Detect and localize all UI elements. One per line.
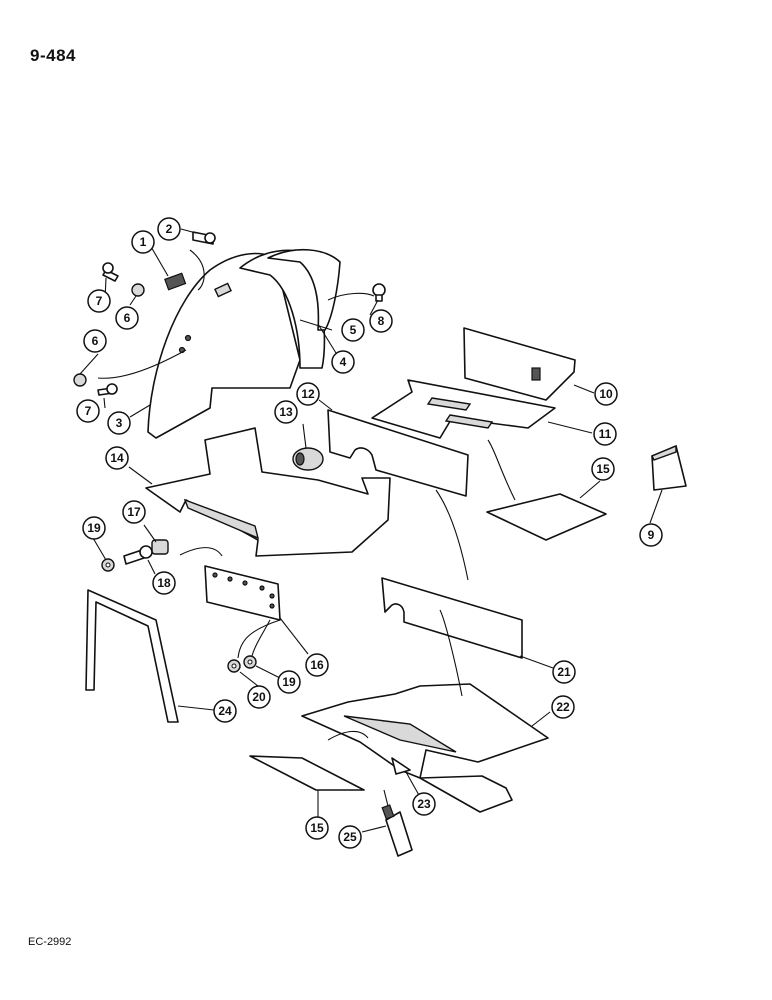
svg-text:20: 20 (252, 690, 266, 704)
callout-2: 2 (157, 217, 181, 241)
fender-housing (147, 248, 341, 439)
screw-part-7b (97, 383, 118, 396)
svg-text:19: 19 (282, 675, 296, 689)
callout-17: 17 (122, 500, 146, 524)
svg-text:19: 19 (87, 521, 101, 535)
callout-7b: 7 (76, 399, 100, 423)
svg-text:23: 23 (417, 797, 431, 811)
svg-text:14: 14 (110, 451, 124, 465)
floor-panel-part-11 (371, 379, 556, 439)
callout-23: 23 (412, 792, 436, 816)
svg-text:15: 15 (310, 821, 324, 835)
callout-16: 16 (305, 653, 329, 677)
svg-text:12: 12 (301, 387, 315, 401)
callout-3: 3 (107, 411, 131, 435)
panel-part-10 (463, 327, 576, 401)
clip-part-23 (391, 757, 411, 775)
callout-14: 14 (105, 446, 129, 470)
nut-part-20 (227, 659, 241, 673)
svg-text:3: 3 (116, 416, 123, 430)
clip-part-1 (164, 272, 187, 291)
callout-7a: 7 (87, 289, 111, 313)
callout-20: 20 (247, 685, 271, 709)
screw-part-7a (102, 262, 119, 282)
callout-11: 11 (593, 422, 617, 446)
leader-lines (79, 228, 663, 833)
button-part-8 (372, 283, 386, 302)
svg-text:24: 24 (218, 704, 232, 718)
block-part-9 (651, 444, 687, 491)
svg-text:21: 21 (557, 665, 571, 679)
bolt-part-18 (123, 545, 153, 565)
nut-part-6b (73, 373, 87, 387)
callout-1: 1 (131, 230, 155, 254)
svg-text:10: 10 (599, 387, 613, 401)
figure-code: EC-2992 (28, 936, 72, 948)
callout-12: 12 (296, 382, 320, 406)
callout-19a: 19 (82, 516, 106, 540)
svg-text:2: 2 (166, 222, 173, 236)
svg-text:13: 13 (279, 405, 293, 419)
svg-text:18: 18 (157, 576, 171, 590)
svg-text:22: 22 (556, 700, 570, 714)
callout-8: 8 (369, 309, 393, 333)
spacer-part-17 (151, 539, 169, 555)
callout-6b: 6 (83, 329, 107, 353)
svg-text:16: 16 (310, 658, 324, 672)
svg-text:15: 15 (596, 462, 610, 476)
washer-part-19b (243, 655, 257, 669)
grommet-part-6a (131, 283, 145, 297)
bumper-part-13 (292, 447, 324, 471)
callout-21: 21 (552, 660, 576, 684)
callout-13: 13 (274, 400, 298, 424)
callout-10: 10 (594, 382, 618, 406)
svg-text:17: 17 (127, 505, 141, 519)
svg-text:6: 6 (124, 311, 131, 325)
screw-part-2 (192, 231, 216, 245)
callout-18: 18 (152, 571, 176, 595)
callout-6a: 6 (115, 306, 139, 330)
insulation-pad-part-15a (486, 493, 607, 541)
callout-4: 4 (331, 350, 355, 374)
svg-text:6: 6 (92, 334, 99, 348)
callout-5: 5 (341, 318, 365, 342)
callout-24: 24 (213, 699, 237, 723)
callout-15a: 15 (591, 457, 615, 481)
callout-19b: 19 (277, 670, 301, 694)
svg-text:7: 7 (96, 294, 103, 308)
insulation-pad-part-15b (249, 755, 365, 791)
washer-part-19a (101, 558, 115, 572)
callout-15b: 15 (305, 816, 329, 840)
adhesive-tube-part-25 (381, 789, 413, 857)
callout-22: 22 (551, 695, 575, 719)
svg-text:1: 1 (140, 235, 147, 249)
svg-text:9: 9 (648, 528, 655, 542)
svg-text:8: 8 (378, 314, 385, 328)
floor-mat-part-14 (145, 427, 391, 557)
svg-text:7: 7 (85, 404, 92, 418)
svg-text:11: 11 (599, 427, 612, 441)
seal-part-24 (85, 589, 179, 723)
callout-9: 9 (639, 523, 663, 547)
page-number: 9-484 (30, 46, 76, 65)
svg-text:25: 25 (343, 830, 357, 844)
insulation-part-21 (381, 577, 523, 659)
mat-part-22 (301, 683, 549, 813)
svg-text:4: 4 (340, 355, 347, 369)
svg-text:5: 5 (350, 323, 357, 337)
callout-25: 25 (338, 825, 362, 849)
bracket-part-16 (204, 565, 281, 621)
panel-part-12 (327, 409, 469, 497)
